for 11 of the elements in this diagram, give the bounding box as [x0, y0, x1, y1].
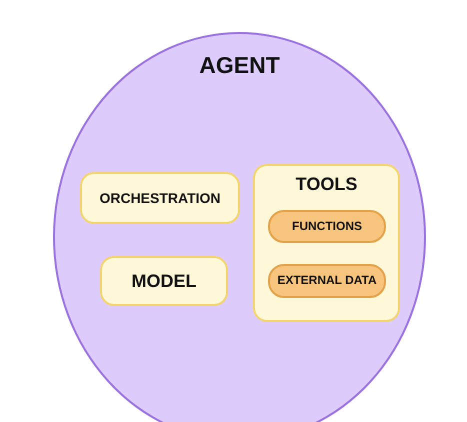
node-label: TOOLS [296, 174, 358, 195]
component-box [80, 172, 240, 224]
node-label: FUNCTIONS [292, 220, 362, 234]
node-label: MODEL [132, 270, 196, 292]
node-label: ORCHESTRATION [99, 190, 221, 206]
component-box [100, 256, 228, 306]
node-label: EXTERNAL DATA [277, 274, 377, 288]
tools-group-box [253, 164, 400, 322]
node-label: AGENT [199, 52, 280, 78]
tool-pill [268, 264, 386, 298]
tool-pill [268, 210, 386, 243]
